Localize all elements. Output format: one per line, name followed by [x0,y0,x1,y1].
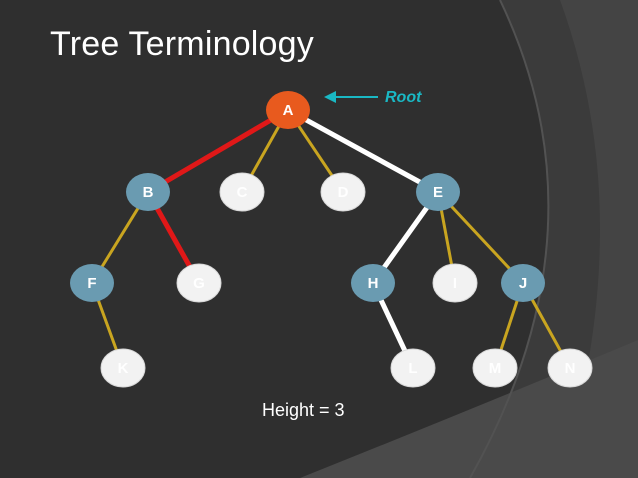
nodes-layer: A B C D E F G H I J K L M N [70,91,593,388]
node-circle [320,172,366,212]
edge-a-b [145,107,291,195]
node-label: N [565,360,576,377]
edges-layer [90,107,572,371]
node-circle [432,263,478,303]
tree-node-k: K [100,348,146,388]
tree-node-c: C [219,172,265,212]
node-circle [390,348,436,388]
edge-e-j [436,190,525,285]
tree-node-n: N [547,348,593,388]
node-circle [351,264,395,302]
tree-node-m: M [472,348,518,388]
tree-node-e: E [416,173,460,211]
tree-node-l: L [390,348,436,388]
height-caption: Height = 3 [262,400,345,420]
node-circle [70,264,114,302]
tree-node-h: H [351,264,395,302]
tree-node-d: D [320,172,366,212]
background-decoration [300,0,638,478]
tree-node-b: B [126,173,170,211]
node-circle [501,264,545,302]
node-circle [547,348,593,388]
node-circle [176,263,222,303]
node-label: E [433,184,443,201]
edge-a-e [285,107,441,195]
node-label: D [338,184,349,201]
tree-node-j: J [501,264,545,302]
node-circle [472,348,518,388]
background-floor-band [300,340,638,478]
tree-node-a: A [266,91,310,129]
node-circle [416,173,460,211]
tree-node-i: I [432,263,478,303]
node-label: F [87,275,96,292]
node-label: J [519,275,527,292]
background-arc-edge [469,0,550,478]
node-label: M [489,360,502,377]
slide-title: Tree Terminology [50,25,314,63]
node-label: I [453,275,457,292]
tree-node-g: G [176,263,222,303]
node-label: G [193,275,205,292]
node-label: A [283,102,294,119]
node-label: C [237,184,248,201]
node-label: L [408,360,417,377]
root-annotation: Root [385,89,422,106]
node-circle [219,172,265,212]
root-arrow [324,91,378,103]
node-circle [100,348,146,388]
node-circle [126,173,170,211]
node-circle [266,91,310,129]
node-label: B [143,184,154,201]
node-label: K [118,360,129,377]
node-label: H [368,275,379,292]
tree-node-f: F [70,264,114,302]
root-arrow-head [324,91,336,103]
